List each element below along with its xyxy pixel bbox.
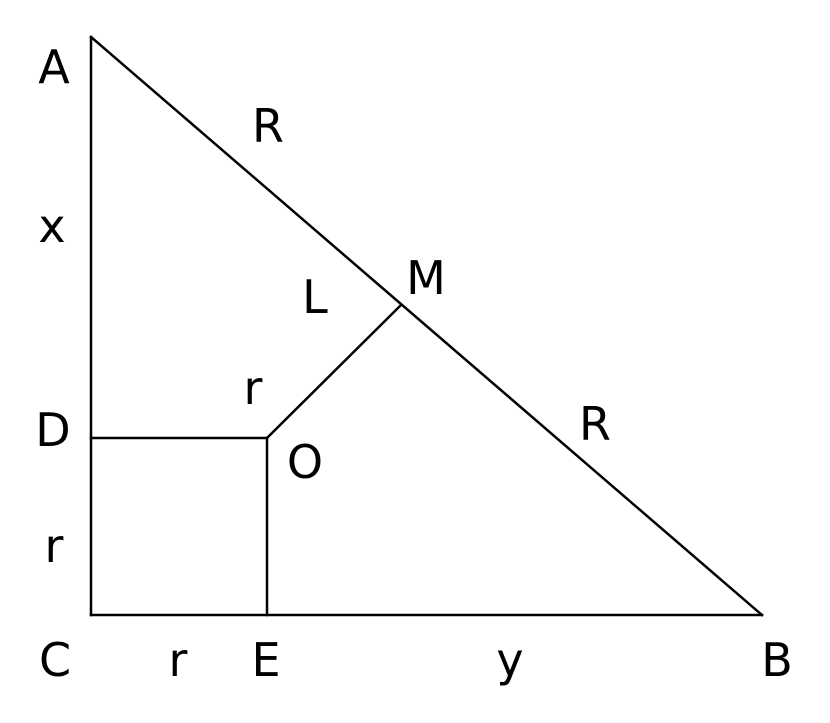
segment-label-AD: x bbox=[38, 199, 65, 253]
vertex-label-M: M bbox=[406, 251, 446, 305]
segment-label-CE: r bbox=[169, 633, 188, 687]
vertex-label-E: E bbox=[251, 633, 280, 687]
segment-label-MB: R bbox=[579, 397, 611, 451]
vertex-label-B: B bbox=[761, 633, 793, 687]
vertex-label-O: O bbox=[287, 435, 323, 489]
segment-OM bbox=[265, 303, 403, 440]
vertex-label-D: D bbox=[35, 403, 70, 457]
segment-label-AM: R bbox=[252, 99, 284, 153]
segment-label-EB: y bbox=[496, 633, 523, 687]
segment-AB bbox=[89, 35, 764, 617]
vertex-label-A: A bbox=[38, 40, 70, 94]
segment-label-OM-lower: r bbox=[244, 361, 263, 415]
segment-label-OM-upper: L bbox=[302, 270, 328, 324]
segment-label-DC: r bbox=[45, 519, 64, 573]
vertex-label-C: C bbox=[39, 633, 71, 687]
